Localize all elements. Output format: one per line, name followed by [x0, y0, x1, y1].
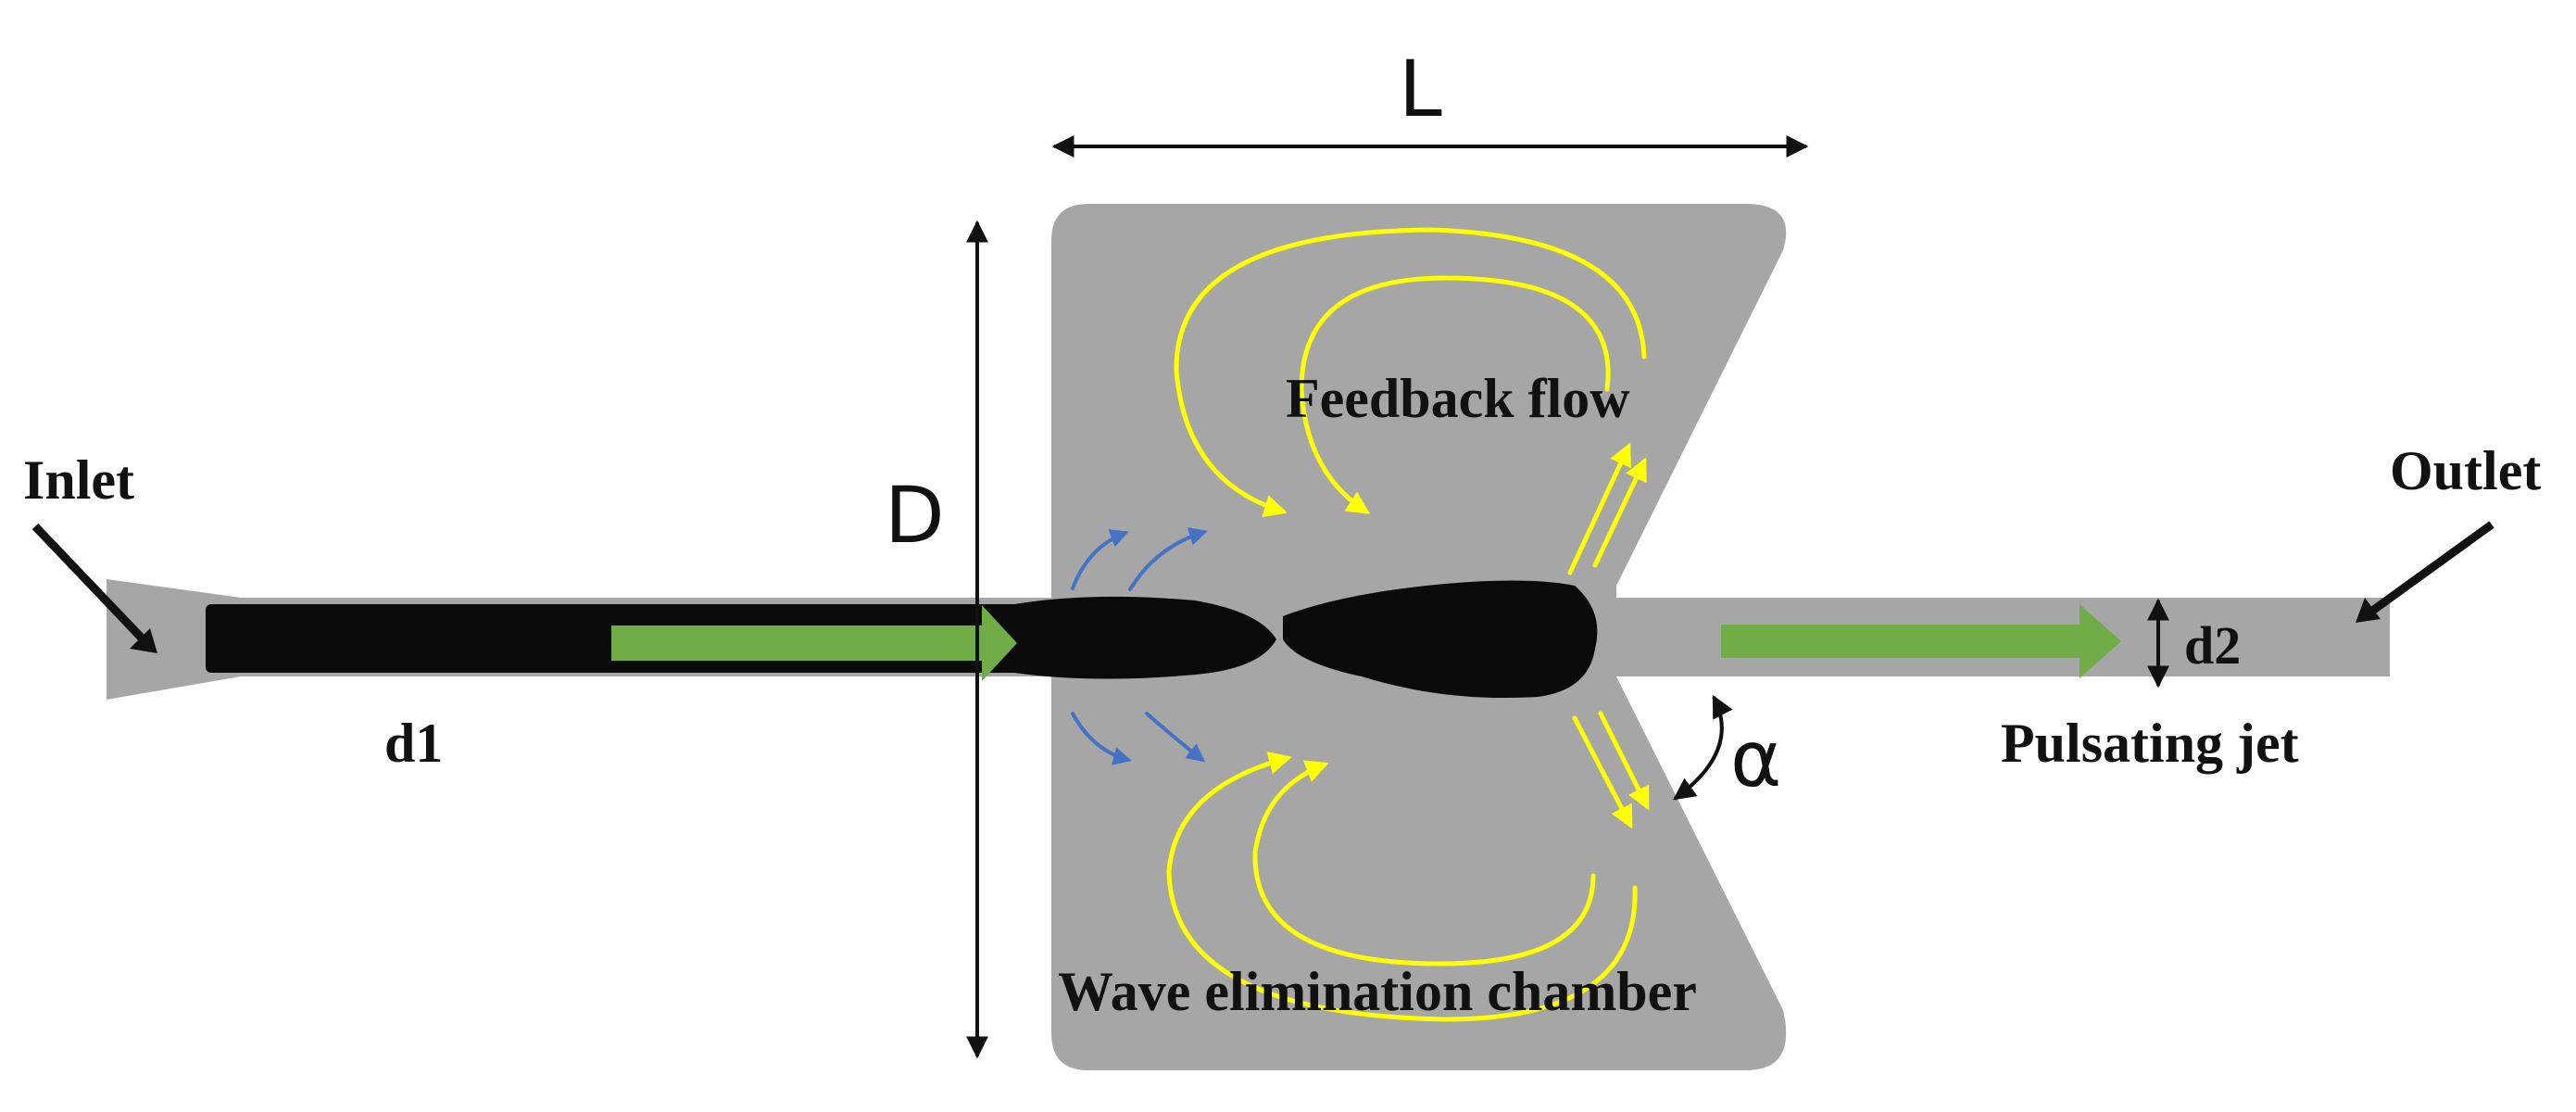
upper-outer-arc — [1174, 227, 1647, 518]
upper-inner-arc — [1299, 275, 1611, 514]
upper-diag-arrow-1 — [1567, 442, 1631, 575]
inlet-pointer — [31, 523, 154, 651]
alpha-arc-arrow — [1673, 694, 1733, 801]
chamber-label: Wave elimination chamber — [1058, 961, 1697, 1022]
feedback-flow-label: Feedback flow — [1286, 368, 1630, 429]
outlet-flow-arrow — [1721, 604, 2121, 678]
lower-inner-arc — [1252, 760, 1596, 967]
inlet-pointer-head — [130, 628, 157, 653]
outlet-pointer-head — [2356, 598, 2381, 623]
d2-label: d2 — [2184, 615, 2241, 676]
blue-down-2 — [1145, 712, 1206, 763]
jet-lump-1 — [1014, 596, 1276, 679]
outlet-label: Outlet — [2390, 440, 2541, 501]
inlet-label: Inlet — [23, 449, 134, 511]
pointer-heads — [130, 598, 2381, 653]
lower-outer-arc — [1166, 752, 1638, 1022]
L-label: L — [1399, 44, 1442, 134]
lower-diag-arrow-1 — [1572, 715, 1633, 829]
inlet-flow-arrow — [611, 605, 1017, 681]
feedback-arrows — [1166, 227, 1650, 1022]
outlet-pointer — [2362, 521, 2494, 620]
flow-arrows — [611, 604, 2121, 681]
pulsating-jet-label: Pulsating jet — [2001, 713, 2299, 774]
blue-up-1 — [1071, 529, 1129, 590]
lower-diag-arrow-2 — [1598, 711, 1650, 811]
blue-down-1 — [1071, 712, 1132, 765]
vortex-arrows — [1071, 527, 1208, 765]
d1-label: d1 — [384, 713, 443, 774]
upper-diag-arrow-2 — [1592, 457, 1647, 568]
blue-up-2 — [1128, 527, 1208, 591]
jet-lump-2 — [1283, 580, 1598, 699]
alpha-label: α — [1730, 714, 1781, 804]
pointer-lines — [31, 521, 2494, 651]
dimension-lines — [966, 135, 2169, 1059]
D-label: D — [885, 470, 945, 561]
